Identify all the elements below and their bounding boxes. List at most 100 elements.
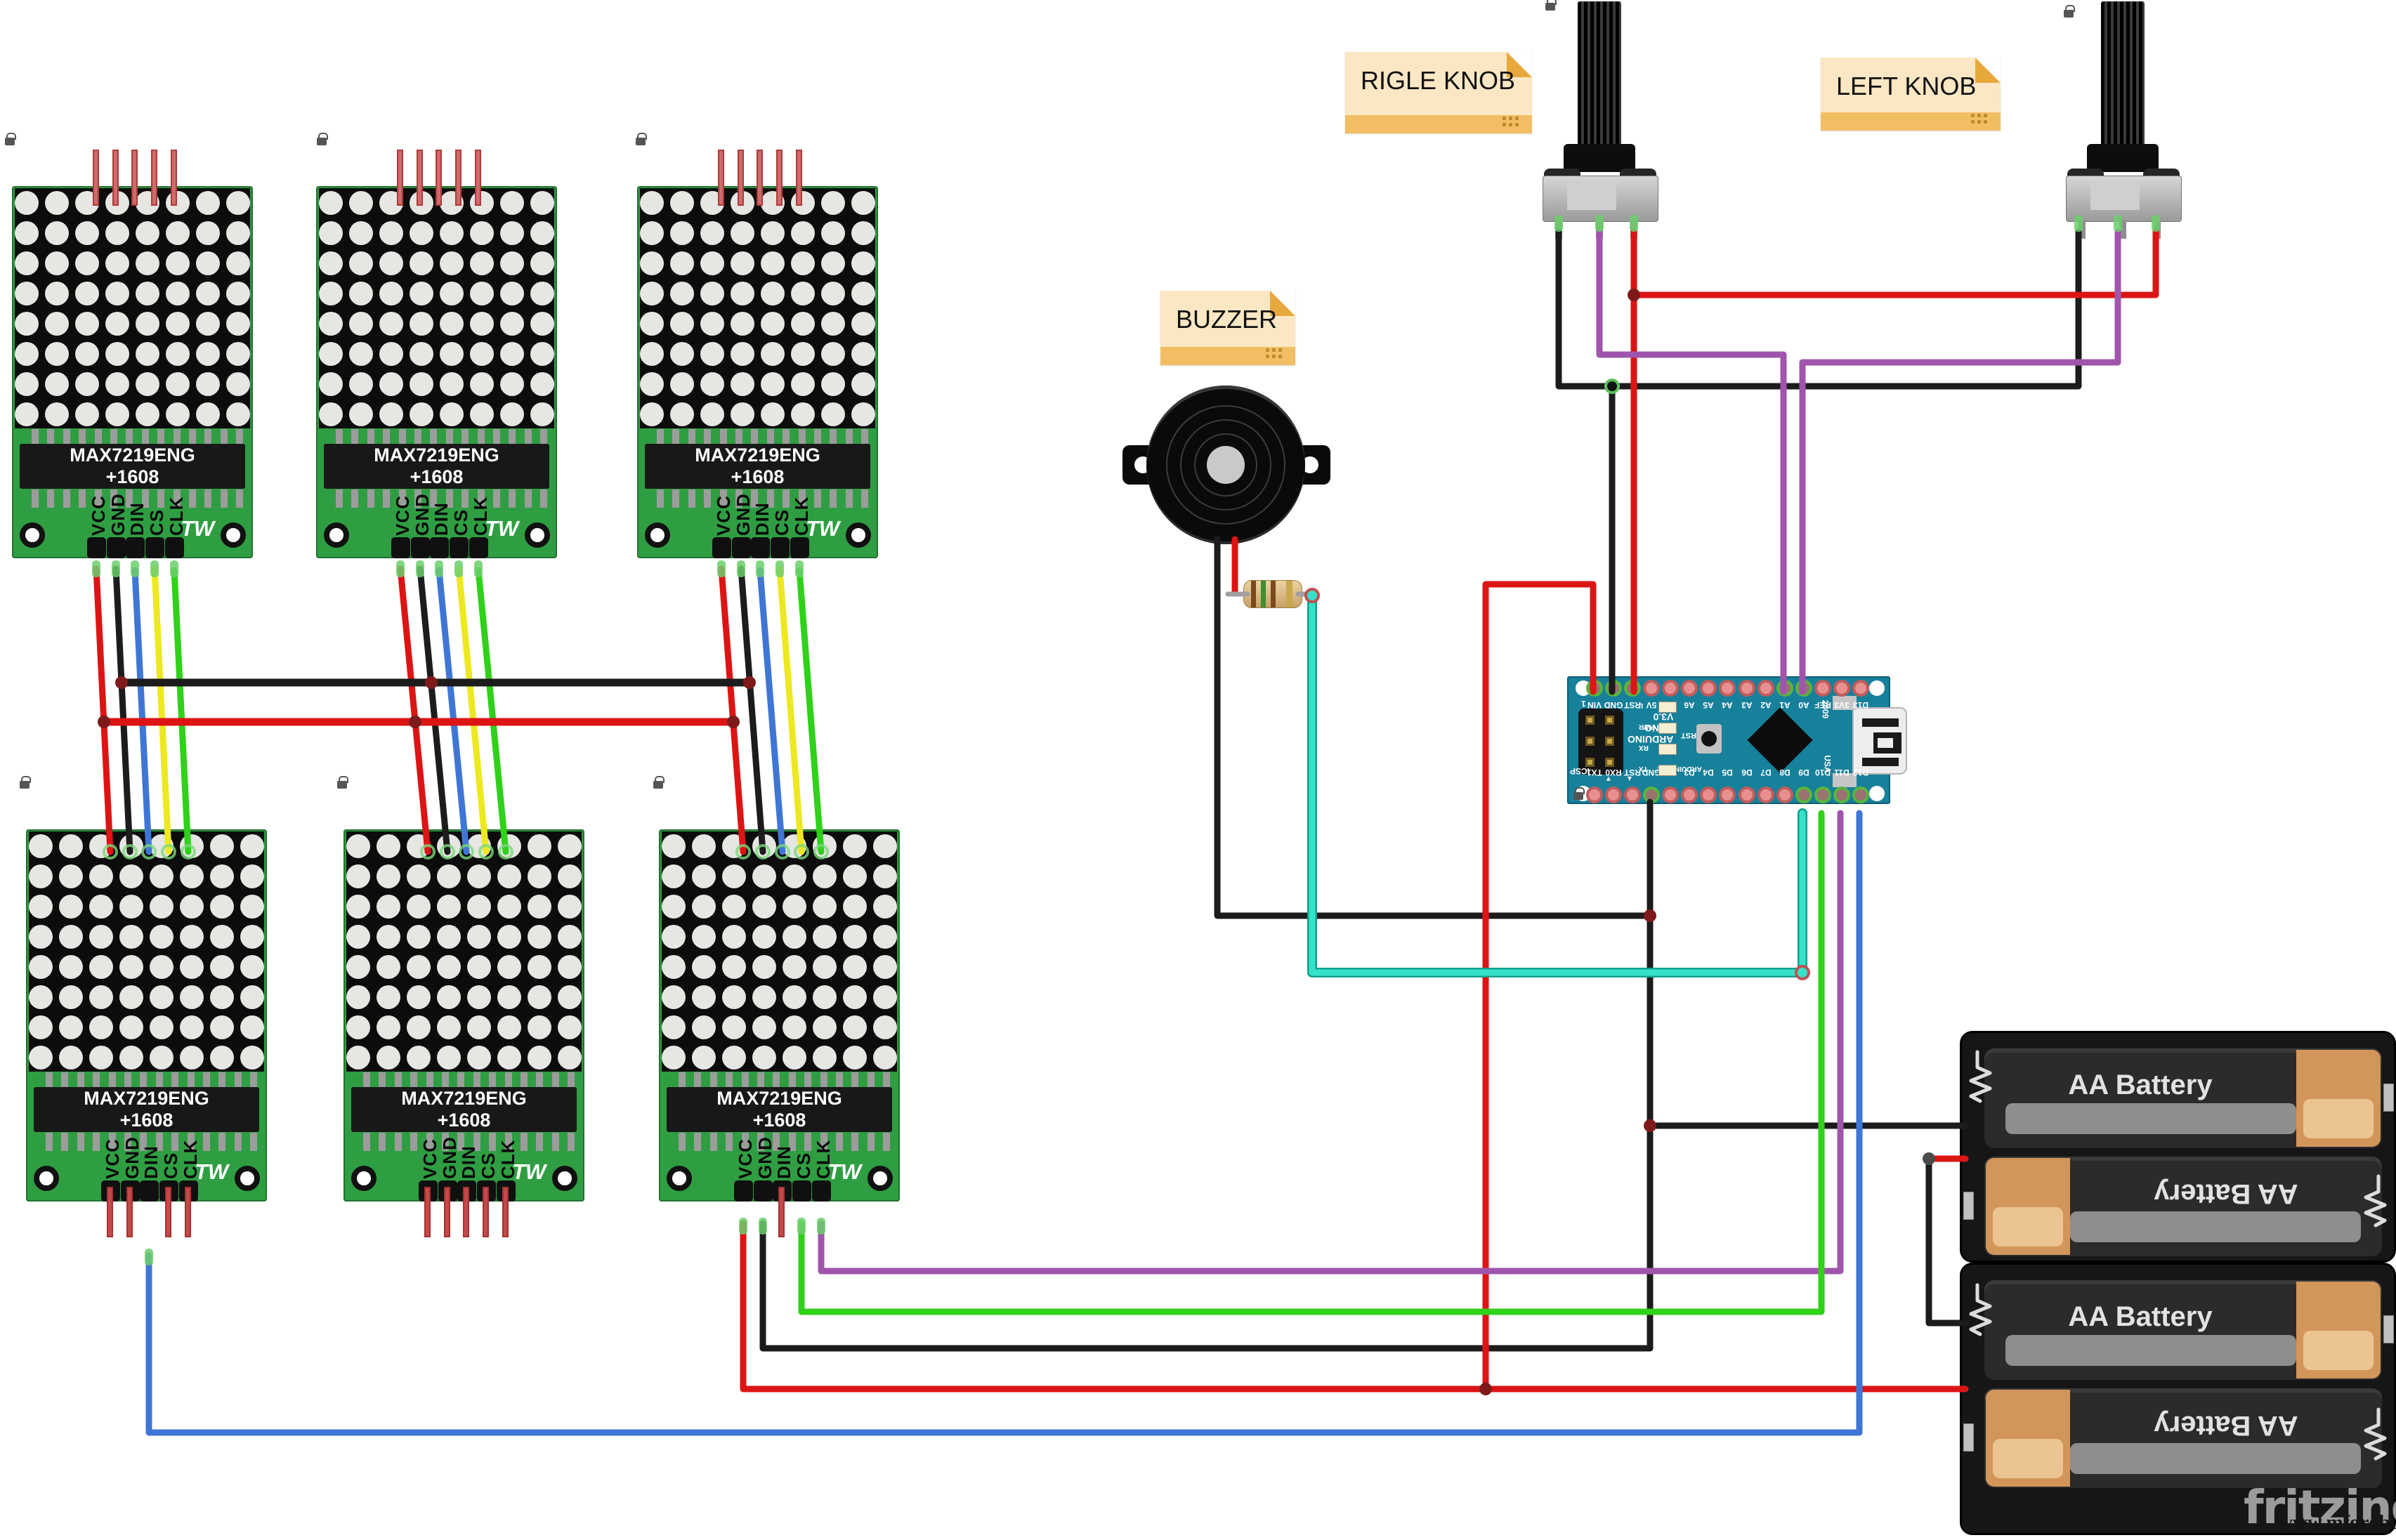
pad-a3[interactable] — [1738, 680, 1755, 697]
pad-d4[interactable] — [1700, 787, 1717, 803]
pad-a7[interactable] — [1662, 680, 1680, 697]
pad-d12[interactable] — [1852, 787, 1869, 803]
matrix-dot — [873, 985, 897, 1009]
matrix-dot — [29, 864, 53, 888]
resistor[interactable] — [1243, 580, 1302, 608]
rigle-knob-potentiometer[interactable] — [1543, 1, 1658, 240]
arduino-nano[interactable]: ARDUINONANOV3.0 RST ARDUINO.CC ICSP 2009… — [1567, 676, 1907, 804]
wire-yellow[interactable] — [776, 565, 805, 855]
wire-red[interactable] — [740, 1220, 1969, 1393]
wire-blue[interactable] — [436, 567, 470, 855]
pad-d10[interactable] — [1814, 787, 1831, 803]
wire-red[interactable] — [1630, 228, 2159, 298]
wire-red[interactable] — [1482, 581, 1597, 1393]
ic-leg — [155, 1072, 163, 1091]
header-pin-stub — [483, 1187, 490, 1237]
wire-blue[interactable] — [145, 810, 1863, 1436]
connection-cap — [112, 560, 120, 577]
matrix-dot — [119, 1046, 143, 1070]
pad-d2[interactable] — [1662, 787, 1680, 803]
sticky-note[interactable]: LEFT KNOB — [1821, 58, 2001, 131]
ic-leg — [672, 489, 680, 508]
pad-d7[interactable] — [1757, 787, 1774, 803]
ic-leg — [836, 1133, 843, 1151]
wire-green[interactable] — [796, 567, 825, 855]
pad-3v3[interactable] — [1833, 680, 1850, 697]
sticky-note[interactable]: RIGLE KNOB — [1345, 52, 1532, 133]
wire-black[interactable] — [738, 565, 766, 855]
pad-d3[interactable] — [1681, 787, 1698, 803]
wire-spring[interactable] — [1969, 1050, 1992, 1103]
ic-leg — [820, 1072, 827, 1091]
wire-black[interactable] — [1555, 228, 2082, 390]
matrix-dot — [105, 251, 129, 275]
wire-black[interactable] — [112, 565, 133, 855]
matrix-dot — [150, 955, 174, 979]
pad-d11[interactable] — [1833, 787, 1850, 803]
ic-leg — [124, 1133, 131, 1151]
wire-purple[interactable] — [1799, 228, 2121, 695]
left-knob-potentiometer[interactable] — [2066, 1, 2182, 240]
matrix-dot — [851, 402, 875, 426]
wire-black[interactable] — [759, 1220, 1654, 1352]
pad-a4[interactable] — [1719, 680, 1736, 697]
matrix-dot — [662, 895, 686, 919]
wire-green[interactable] — [475, 567, 509, 855]
pad-a2[interactable] — [1757, 680, 1774, 697]
pad-5v[interactable] — [1643, 680, 1661, 697]
header-pin-stub — [474, 150, 481, 206]
wire-black[interactable] — [1214, 536, 1654, 919]
matrix-dot — [873, 1015, 897, 1039]
wire-blue[interactable] — [757, 567, 786, 855]
wire-red[interactable] — [93, 565, 114, 855]
pad-tx1[interactable] — [1586, 787, 1603, 803]
wire-purple[interactable] — [818, 810, 1844, 1275]
pad-rst[interactable] — [1624, 787, 1642, 803]
wire-spring[interactable] — [2364, 1407, 2387, 1461]
matrix-dot — [105, 221, 129, 245]
pad-d13[interactable] — [1852, 680, 1869, 697]
pad-a6[interactable] — [1681, 680, 1698, 697]
wire-green[interactable] — [171, 567, 192, 855]
wire-red[interactable] — [718, 565, 747, 855]
wire-black[interactable] — [417, 565, 451, 855]
matrix-dot — [437, 895, 461, 919]
wire-spring[interactable] — [2364, 1174, 2387, 1228]
wire-purple[interactable] — [1596, 228, 1787, 695]
wire-cyan[interactable] — [1309, 592, 1806, 976]
pad-d9[interactable] — [1795, 787, 1812, 803]
wire-green[interactable] — [798, 810, 1825, 1315]
matrix-dot — [467, 985, 491, 1009]
pad-ref[interactable] — [1814, 680, 1831, 697]
wire-spring[interactable] — [1969, 1283, 1992, 1336]
matrix-dot — [407, 925, 431, 949]
wire-blue[interactable] — [131, 567, 152, 855]
pad-d5[interactable] — [1719, 787, 1736, 803]
wire-red[interactable] — [397, 565, 431, 855]
piezo-buzzer[interactable] — [1146, 386, 1305, 544]
matrix-dot — [791, 342, 815, 366]
led-matrix-panel — [15, 188, 250, 428]
reset-button[interactable] — [1696, 724, 1722, 753]
wire-black[interactable] — [1925, 1155, 1969, 1327]
pad-rx0[interactable] — [1605, 787, 1623, 803]
matrix-dot — [497, 1015, 521, 1039]
wire-yellow[interactable] — [151, 565, 172, 855]
matrix-dot — [530, 342, 554, 366]
matrix-dot — [180, 895, 204, 919]
pad-a5[interactable] — [1700, 680, 1717, 697]
wire-yellow[interactable] — [455, 565, 490, 855]
pad-d6[interactable] — [1738, 787, 1755, 803]
sticky-note[interactable]: BUZZER — [1160, 291, 1295, 365]
connection-cap — [474, 560, 483, 577]
pad-d8[interactable] — [1776, 787, 1793, 803]
connection-ring — [735, 844, 751, 860]
